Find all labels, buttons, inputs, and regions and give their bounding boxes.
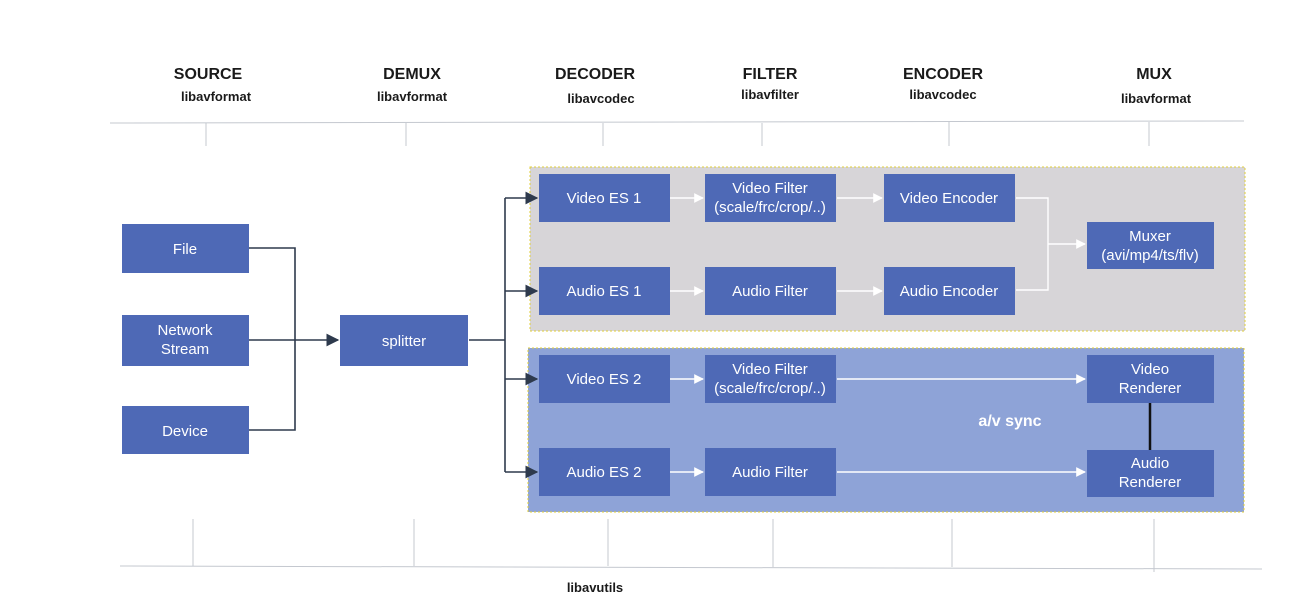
svg-text:Audio Filter: Audio Filter	[732, 464, 808, 481]
svg-text:Renderer: Renderer	[1119, 474, 1182, 491]
video-encoder-box: Video Encoder	[884, 174, 1015, 222]
svg-text:Renderer: Renderer	[1119, 380, 1182, 397]
stage-lib-encoder: libavcodec	[909, 87, 976, 102]
bottom-axis: libavutils	[119, 519, 1263, 595]
svg-text:(scale/frc/crop/..): (scale/frc/crop/..)	[714, 380, 826, 397]
svg-text:Network: Network	[157, 322, 213, 339]
svg-text:File: File	[173, 241, 197, 258]
stage-lib-source: libavformat	[181, 89, 252, 104]
render-connectors	[670, 374, 1086, 477]
stage-title-demux: DEMUX	[383, 66, 441, 83]
svg-text:Video Filter: Video Filter	[732, 180, 808, 197]
video-renderer-box: Video Renderer	[1087, 355, 1214, 403]
video-es-2-box: Video ES 2	[539, 355, 670, 403]
stage-headers: SOURCE libavformat DEMUX libavformat DEC…	[174, 66, 1192, 106]
svg-text:splitter: splitter	[382, 333, 426, 350]
svg-text:Video Filter: Video Filter	[732, 361, 808, 378]
footer-lib-label: libavutils	[567, 580, 623, 595]
svg-text:Audio Filter: Audio Filter	[732, 283, 808, 300]
svg-text:Device: Device	[162, 423, 208, 440]
svg-text:(avi/mp4/ts/flv): (avi/mp4/ts/flv)	[1101, 247, 1199, 264]
stage-lib-mux: libavformat	[1121, 91, 1192, 106]
stage-lib-demux: libavformat	[377, 89, 448, 104]
svg-text:Video: Video	[1131, 361, 1169, 378]
video-filter-1-box: Video Filter (scale/frc/crop/..)	[705, 174, 836, 222]
encode-connectors	[670, 193, 1086, 296]
audio-es-1-box: Audio ES 1	[539, 267, 670, 315]
input-file: File	[122, 224, 249, 273]
svg-text:Video ES 2: Video ES 2	[567, 371, 642, 388]
svg-text:Audio: Audio	[1131, 455, 1169, 472]
svg-text:Video ES 1: Video ES 1	[567, 190, 642, 207]
stage-title-encoder: ENCODER	[903, 66, 983, 83]
muxer-box: Muxer (avi/mp4/ts/flv)	[1087, 222, 1214, 269]
stage-title-filter: FILTER	[743, 66, 798, 83]
av-sync-label: a/v sync	[978, 413, 1041, 430]
svg-text:Muxer: Muxer	[1129, 228, 1171, 245]
svg-text:(scale/frc/crop/..): (scale/frc/crop/..)	[714, 199, 826, 216]
input-connectors	[249, 247, 340, 431]
audio-encoder-box: Audio Encoder	[884, 267, 1015, 315]
stage-title-mux: MUX	[1136, 66, 1172, 83]
stage-lib-filter: libavfilter	[741, 87, 799, 102]
splitter-box: splitter	[340, 315, 468, 366]
input-network-stream: Network Stream	[122, 315, 249, 366]
audio-filter-2-box: Audio Filter	[705, 448, 836, 496]
stage-lib-decoder: libavcodec	[567, 91, 634, 106]
svg-text:Audio ES 2: Audio ES 2	[566, 464, 641, 481]
svg-text:Video Encoder: Video Encoder	[900, 190, 998, 207]
input-device: Device	[122, 406, 249, 454]
video-es-1-box: Video ES 1	[539, 174, 670, 222]
svg-text:Audio Encoder: Audio Encoder	[900, 283, 998, 300]
stage-title-source: SOURCE	[174, 66, 243, 83]
audio-es-2-box: Audio ES 2	[539, 448, 670, 496]
stage-title-decoder: DECODER	[555, 66, 635, 83]
splitter-connectors	[469, 191, 539, 479]
audio-filter-1-box: Audio Filter	[705, 267, 836, 315]
top-axis	[109, 120, 1245, 146]
audio-renderer-box: Audio Renderer	[1087, 450, 1214, 497]
svg-text:Stream: Stream	[161, 341, 209, 358]
svg-text:Audio ES 1: Audio ES 1	[566, 283, 641, 300]
video-filter-2-box: Video Filter (scale/frc/crop/..)	[705, 355, 836, 403]
